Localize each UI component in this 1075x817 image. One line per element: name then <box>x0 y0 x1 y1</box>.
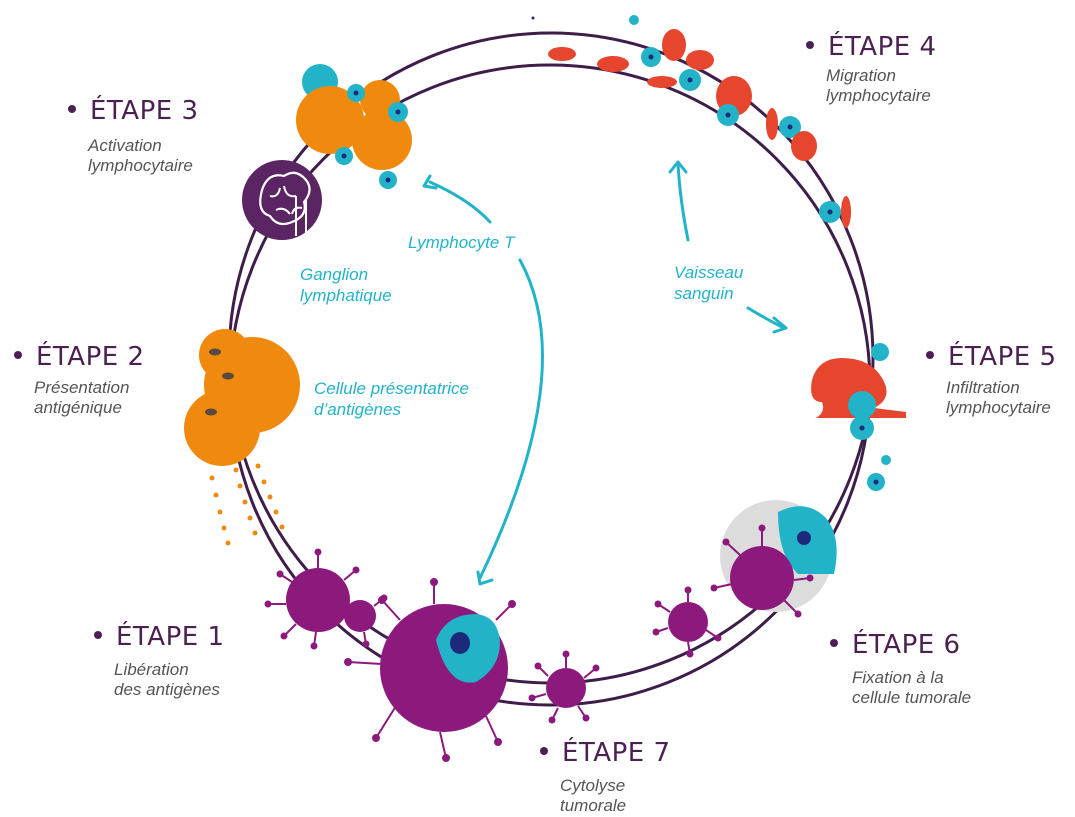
bullet-icon <box>68 104 76 113</box>
stage-4-title: ÉTAPE 4 <box>806 32 937 62</box>
stage-5-title: ÉTAPE 5 <box>926 342 1057 372</box>
lymphocyte-arrow-long <box>478 258 544 580</box>
stage-1-title: ÉTAPE 1 <box>94 622 225 652</box>
stage-2-title: ÉTAPE 2 <box>14 342 145 372</box>
vessel-arrowhead-down <box>772 316 788 334</box>
tumor-cells-bottom <box>264 548 600 762</box>
lymphocyte-arrow-top <box>428 180 492 224</box>
antigen-presenting-cell <box>184 329 300 466</box>
arrowhead-bottom <box>476 570 494 586</box>
brain-lymph-node-icon <box>242 160 322 240</box>
blood-vessel-migration <box>531 15 851 228</box>
antigen-dots <box>209 463 285 546</box>
vessel-arrow-up <box>676 162 690 242</box>
lymph-activation-cluster <box>296 64 412 189</box>
bullet-icon <box>806 40 814 49</box>
vessel-arrowhead-up <box>668 160 688 174</box>
bullet-icon <box>830 638 838 647</box>
stage-7-title: ÉTAPE 7 <box>540 738 671 768</box>
tumor-fixation <box>652 500 837 658</box>
vessel-arrow-down <box>746 306 786 330</box>
stage-3-title: ÉTAPE 3 <box>68 96 199 126</box>
bullet-icon <box>540 746 548 755</box>
cycle-arrows <box>422 160 788 586</box>
infiltration-cells <box>811 343 906 491</box>
bullet-icon <box>14 350 22 359</box>
bullet-icon <box>94 630 102 639</box>
lymphocyte-label: Lymphocyte T <box>408 233 515 252</box>
bullet-icon <box>926 350 934 359</box>
stage-6-title: ÉTAPE 6 <box>830 630 961 660</box>
arrowhead-top <box>422 174 438 190</box>
